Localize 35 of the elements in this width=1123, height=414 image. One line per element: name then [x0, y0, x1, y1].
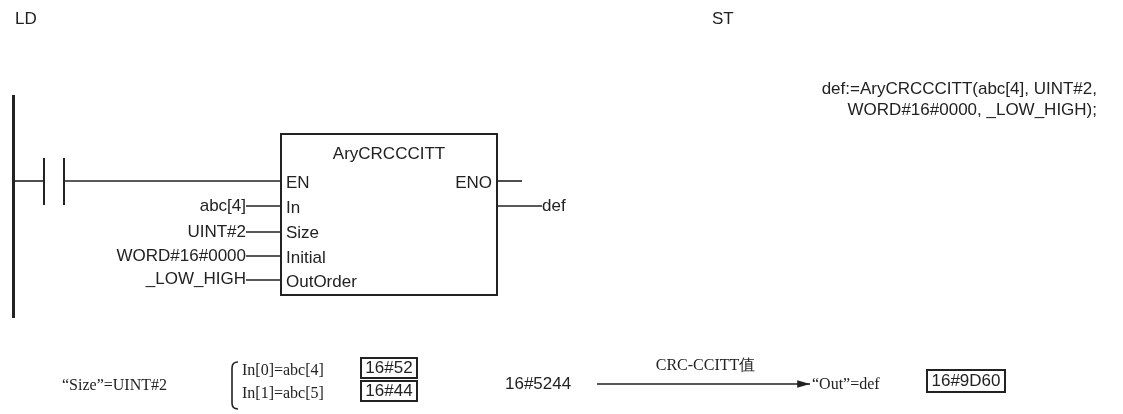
connector-line — [245, 205, 281, 207]
variable-label: UINT#2 — [140, 221, 246, 243]
equation-text: In[0]=abc[4] — [242, 360, 324, 380]
variable-label: “Out”=def — [812, 373, 912, 395]
variable-label: abc[4] — [140, 195, 246, 217]
code-text: def:=AryCRCCCITT(abc[4], UINT#2, WORD#16#0000, _LOW_HIGH); — [820, 78, 1097, 120]
function-block — [280, 133, 498, 296]
pin-label: EN — [286, 172, 310, 194]
pin-label: In — [286, 197, 301, 219]
power-rail — [12, 95, 15, 318]
pin-label: Size — [286, 222, 320, 244]
connector-line — [245, 255, 281, 257]
variable-label: def — [542, 195, 582, 217]
contact-symbol — [43, 158, 65, 205]
pin-label: Initial — [286, 247, 326, 269]
connector-line — [64, 180, 281, 182]
section-label: LD — [15, 8, 37, 30]
variable-label: _LOW_HIGH — [90, 268, 246, 290]
pin-label: ENO — [455, 172, 492, 194]
connector-line — [245, 279, 281, 281]
connector-line — [14, 180, 44, 182]
equation-text: “Size”=UINT#2 — [62, 375, 167, 395]
value-box: 16#9D60 — [926, 369, 1006, 393]
value-box: 16#52 — [360, 357, 418, 379]
connector-line — [497, 180, 523, 182]
block-title: AryCRCCCITT — [331, 143, 447, 165]
pin-label: OutOrder — [286, 271, 357, 293]
variable-label: WORD#16#0000 — [40, 245, 246, 267]
variable-label: 16#5244 — [505, 373, 597, 395]
arrow — [596, 380, 811, 388]
connector-line — [497, 205, 543, 207]
value-box: 16#44 — [360, 380, 418, 402]
connector-line — [245, 231, 281, 233]
equation-text: In[1]=abc[5] — [242, 383, 324, 403]
section-label: ST — [712, 8, 734, 30]
